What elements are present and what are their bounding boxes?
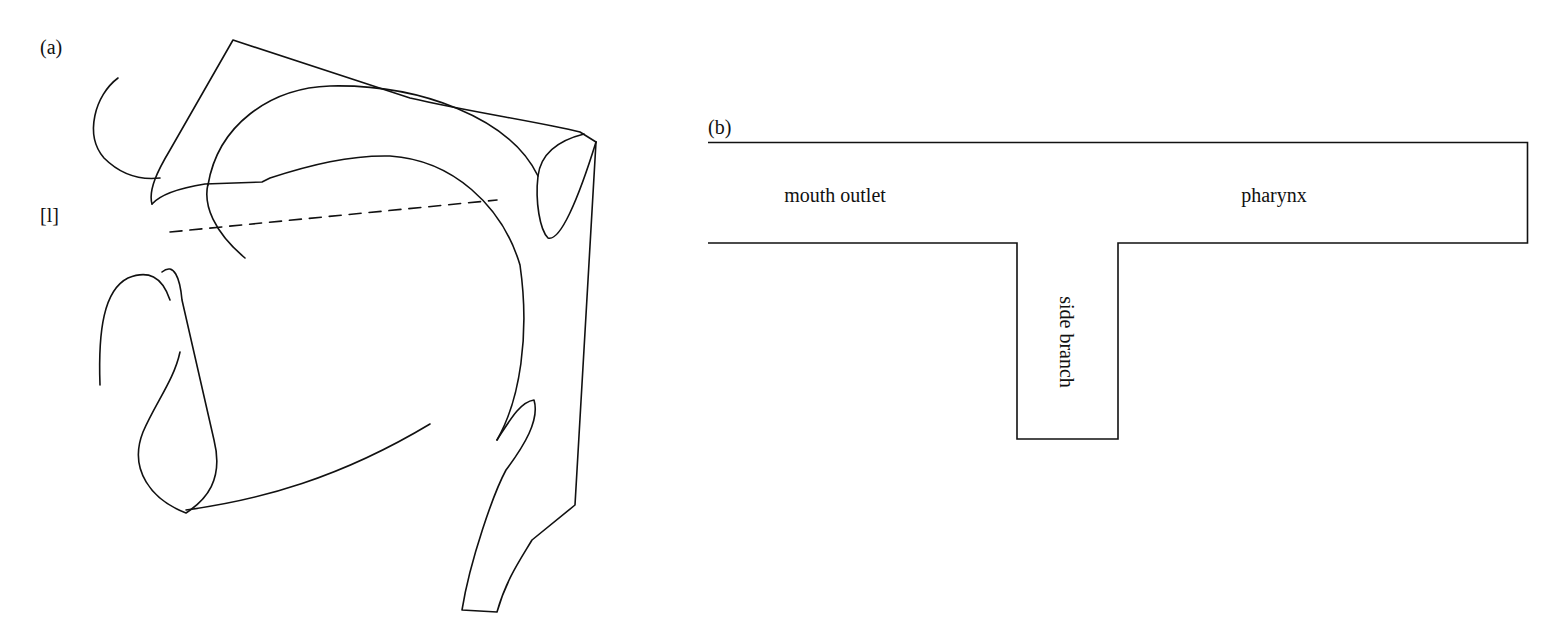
- tube-section-label: pharynx: [1241, 184, 1307, 206]
- tube-section-label: mouth outlet: [784, 184, 886, 206]
- tube-model: mouth outlet pharynx side branch: [708, 142, 1528, 440]
- panel-label: (b): [708, 116, 731, 138]
- tube-section-label: side branch: [1056, 296, 1078, 388]
- panel-label: [l]: [40, 204, 59, 226]
- panel-label: (a): [40, 36, 62, 58]
